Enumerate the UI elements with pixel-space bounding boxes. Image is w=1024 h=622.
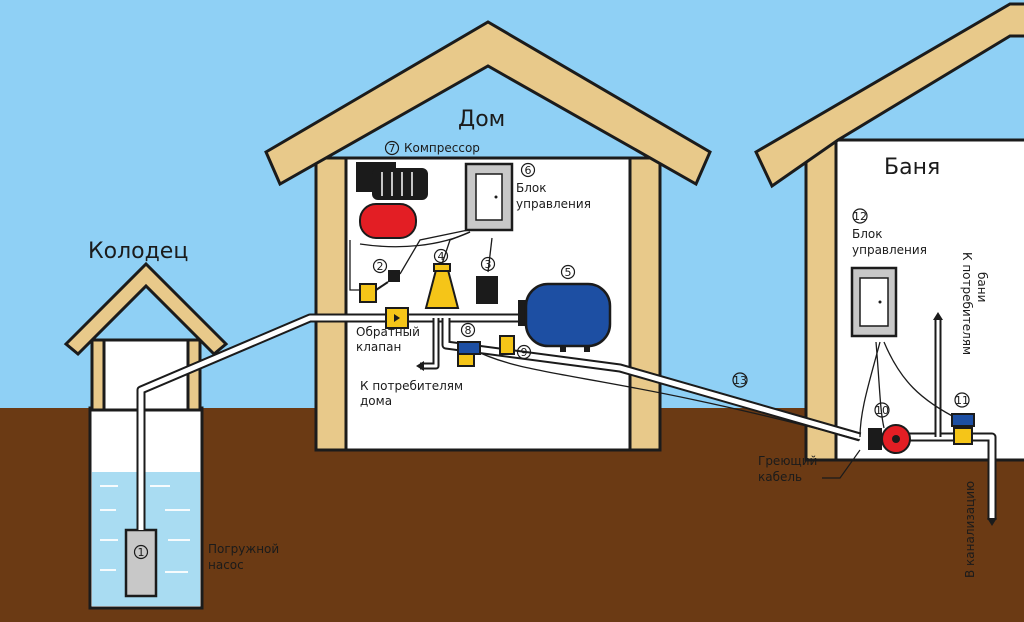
house-solenoid-valve: 8 [457, 322, 481, 367]
house-title: Дом [458, 107, 505, 132]
svg-text:дома: дома [360, 394, 392, 408]
svg-text:Обратный: Обратный [356, 325, 420, 339]
svg-text:12: 12 [853, 210, 867, 223]
bath-consumers-arrow [933, 312, 943, 320]
bath-consumers-label-2: бани [975, 272, 989, 302]
svg-text:4: 4 [438, 250, 445, 263]
wires [349, 229, 961, 441]
svg-text:кабель: кабель [758, 470, 802, 484]
bathhouse [754, 2, 1024, 462]
submersible-pump [124, 528, 158, 598]
filter: 4 [424, 248, 460, 309]
house-consumers-label: К потребителям [360, 379, 463, 393]
sewer-arrow [987, 518, 997, 526]
control-unit-house: 6 Блок управления [464, 162, 591, 232]
flow-sensor: 9 [499, 335, 532, 360]
heating-cable-label: Греющий [758, 454, 817, 468]
svg-text:2: 2 [377, 260, 384, 273]
svg-text:Блок: Блок [852, 227, 883, 241]
svg-text:6: 6 [525, 164, 532, 177]
sewer-label: В канализацию [963, 481, 977, 578]
bathhouse-roof [754, 2, 1024, 189]
svg-text:клапан: клапан [356, 340, 401, 354]
svg-text:9: 9 [521, 346, 528, 359]
svg-text:3: 3 [485, 258, 492, 271]
pump-number: 1 [138, 546, 145, 559]
bath-consumers-label-1: К потребителям [960, 252, 974, 355]
bathhouse-title: Баня [884, 155, 940, 180]
well: 1 [63, 261, 229, 610]
svg-text:8: 8 [465, 324, 472, 337]
svg-text:управления: управления [852, 243, 927, 257]
check-valve: Обратный клапан [356, 307, 420, 354]
pipes [136, 313, 997, 530]
svg-text:Блок: Блок [516, 181, 547, 195]
svg-text:11: 11 [955, 394, 969, 407]
control-unit-bathhouse: 12 Блок управления [850, 208, 927, 338]
bathhouse-valve: 11 [951, 392, 975, 445]
house [264, 20, 712, 452]
pump-label-1: Погружной [208, 542, 279, 556]
well-title: Колодец [88, 239, 188, 264]
well-roof [63, 261, 229, 357]
svg-text:10: 10 [875, 404, 889, 417]
pump-label-2: насос [208, 558, 244, 572]
svg-text:5: 5 [565, 266, 572, 279]
svg-text:7: 7 [389, 142, 396, 155]
svg-text:13: 13 [733, 374, 747, 387]
house-roof [264, 20, 712, 187]
pressure-relay: 2 [359, 258, 400, 303]
pipe-number-circle [732, 372, 748, 388]
compressor-label: Компрессор [404, 141, 480, 155]
hydraulic-tank: 5 [518, 264, 612, 352]
pressure-gauge: 3 [476, 256, 498, 304]
bathhouse-pump: 10 [868, 402, 911, 454]
compressor: 7 Компрессор [356, 140, 480, 239]
house-consumers-arrow [416, 361, 424, 371]
svg-text:управления: управления [516, 197, 591, 211]
heating-cable-pointer [822, 449, 861, 479]
